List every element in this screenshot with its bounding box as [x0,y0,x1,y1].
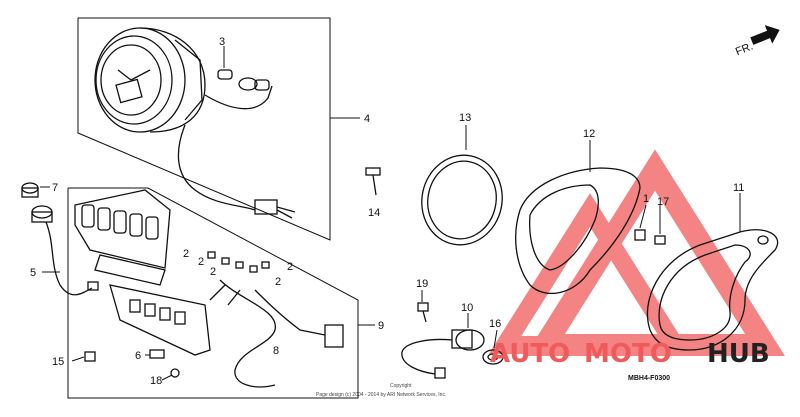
callout-12: 12 [583,128,595,140]
callout-2d: 2 [287,261,293,273]
watermark-text: AUTO MOTO HUB [490,339,770,369]
callout-1: 1 [643,193,649,205]
grommet-screw-drawing [634,229,666,245]
watermark-part3: HUB [707,339,770,369]
callout-14: 14 [368,207,380,219]
lamp-bulbs-drawing [207,251,270,273]
callout-11: 11 [733,182,744,194]
meter-ring-drawing [421,154,503,246]
callout-2e: 2 [275,276,281,288]
speedometer-drawing [94,27,296,219]
copyright-line1: Copyright [390,383,412,389]
fasteners-drawing [84,349,180,378]
callout-15: 15 [52,356,64,368]
indicator-housing-drawing [74,189,211,356]
callout-10: 10 [461,302,473,314]
watermark-part1: AUTO [490,339,570,369]
side-parts-drawing [21,182,99,296]
callout-7: 7 [52,182,58,194]
callout-16: 16 [489,318,501,330]
bolt-drawing [365,167,381,196]
callout-6: 6 [135,350,141,362]
watermark-logo [488,149,785,356]
callout-19: 19 [416,278,428,290]
meter-bracket-drawing [646,229,779,351]
callout-8: 8 [273,345,279,357]
callout-4: 4 [364,113,370,125]
bulb-socket-drawing [217,46,270,91]
wire-harness-drawing [209,279,344,388]
socket-assembly-drawing [401,302,504,379]
meter-visor-drawing [515,167,641,294]
callout-13: 13 [459,112,471,124]
callout-9: 9 [378,320,384,332]
front-direction-arrow [750,25,780,45]
callout-18: 18 [150,375,162,387]
callout-3: 3 [219,36,225,48]
diagram-code: MBH4-F0300 [628,375,670,382]
callout-2c: 2 [210,266,216,278]
callout-17: 17 [657,196,669,208]
copyright-line2: Page design (c) 2004 - 2014 by ARI Netwo… [316,392,446,398]
front-direction-label: FR. [734,40,755,58]
watermark-part2: MOTO [584,339,672,369]
callout-2a: 2 [183,248,189,260]
callout-2b: 2 [198,256,204,268]
meter-box-outline [77,17,331,241]
harness-box-outline [67,187,359,399]
callout-5: 5 [30,267,36,279]
